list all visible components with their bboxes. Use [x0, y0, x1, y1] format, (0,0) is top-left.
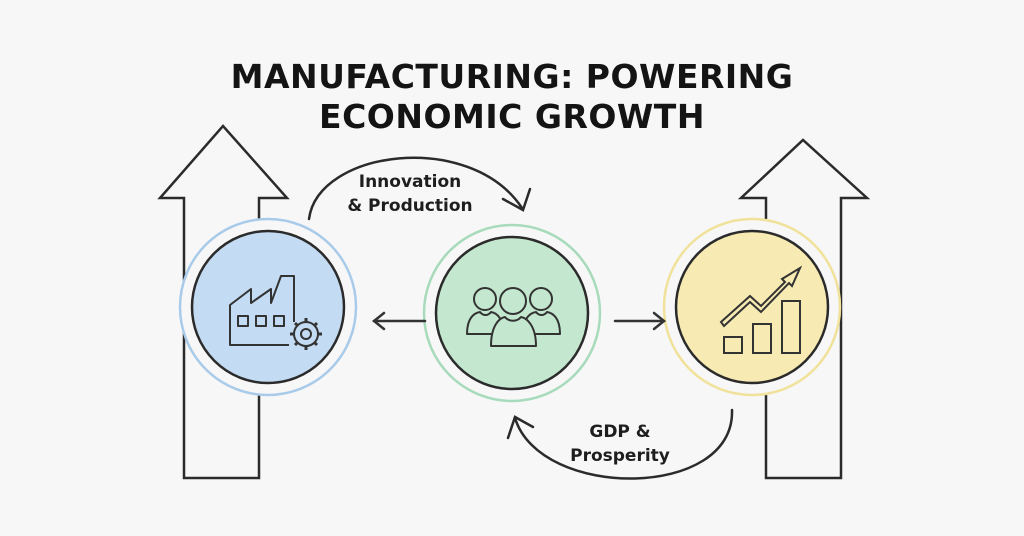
- page-title: MANUFACTURING: POWERING ECONOMIC GROWTH: [0, 57, 1024, 137]
- factory-gear-icon: [229, 275, 322, 350]
- people-group-icon: [466, 287, 561, 347]
- left-up-arrow-icon: [157, 124, 290, 480]
- growth-chart-icon: [719, 265, 803, 354]
- arrow-left-icon: [371, 311, 427, 331]
- title-line-2: ECONOMIC GROWTH: [319, 97, 705, 136]
- manufacturing-node: [178, 217, 358, 397]
- bottom-curved-arrow-icon: [506, 408, 734, 480]
- workforce-node: [422, 223, 602, 403]
- right-up-arrow-icon: [737, 138, 871, 480]
- growth-node: [662, 217, 842, 397]
- gdp-prosperity-label: GDP & Prosperity: [555, 420, 685, 468]
- innovation-production-label: Innovation & Production: [330, 170, 490, 218]
- arrow-right-icon: [613, 311, 667, 331]
- label-line: Prosperity: [570, 446, 670, 466]
- title-line-1: MANUFACTURING: POWERING: [230, 57, 794, 96]
- label-line: GDP &: [589, 422, 651, 442]
- label-line: Innovation: [358, 172, 462, 192]
- label-line: & Production: [347, 196, 473, 216]
- top-curved-arrow-icon: [307, 156, 532, 221]
